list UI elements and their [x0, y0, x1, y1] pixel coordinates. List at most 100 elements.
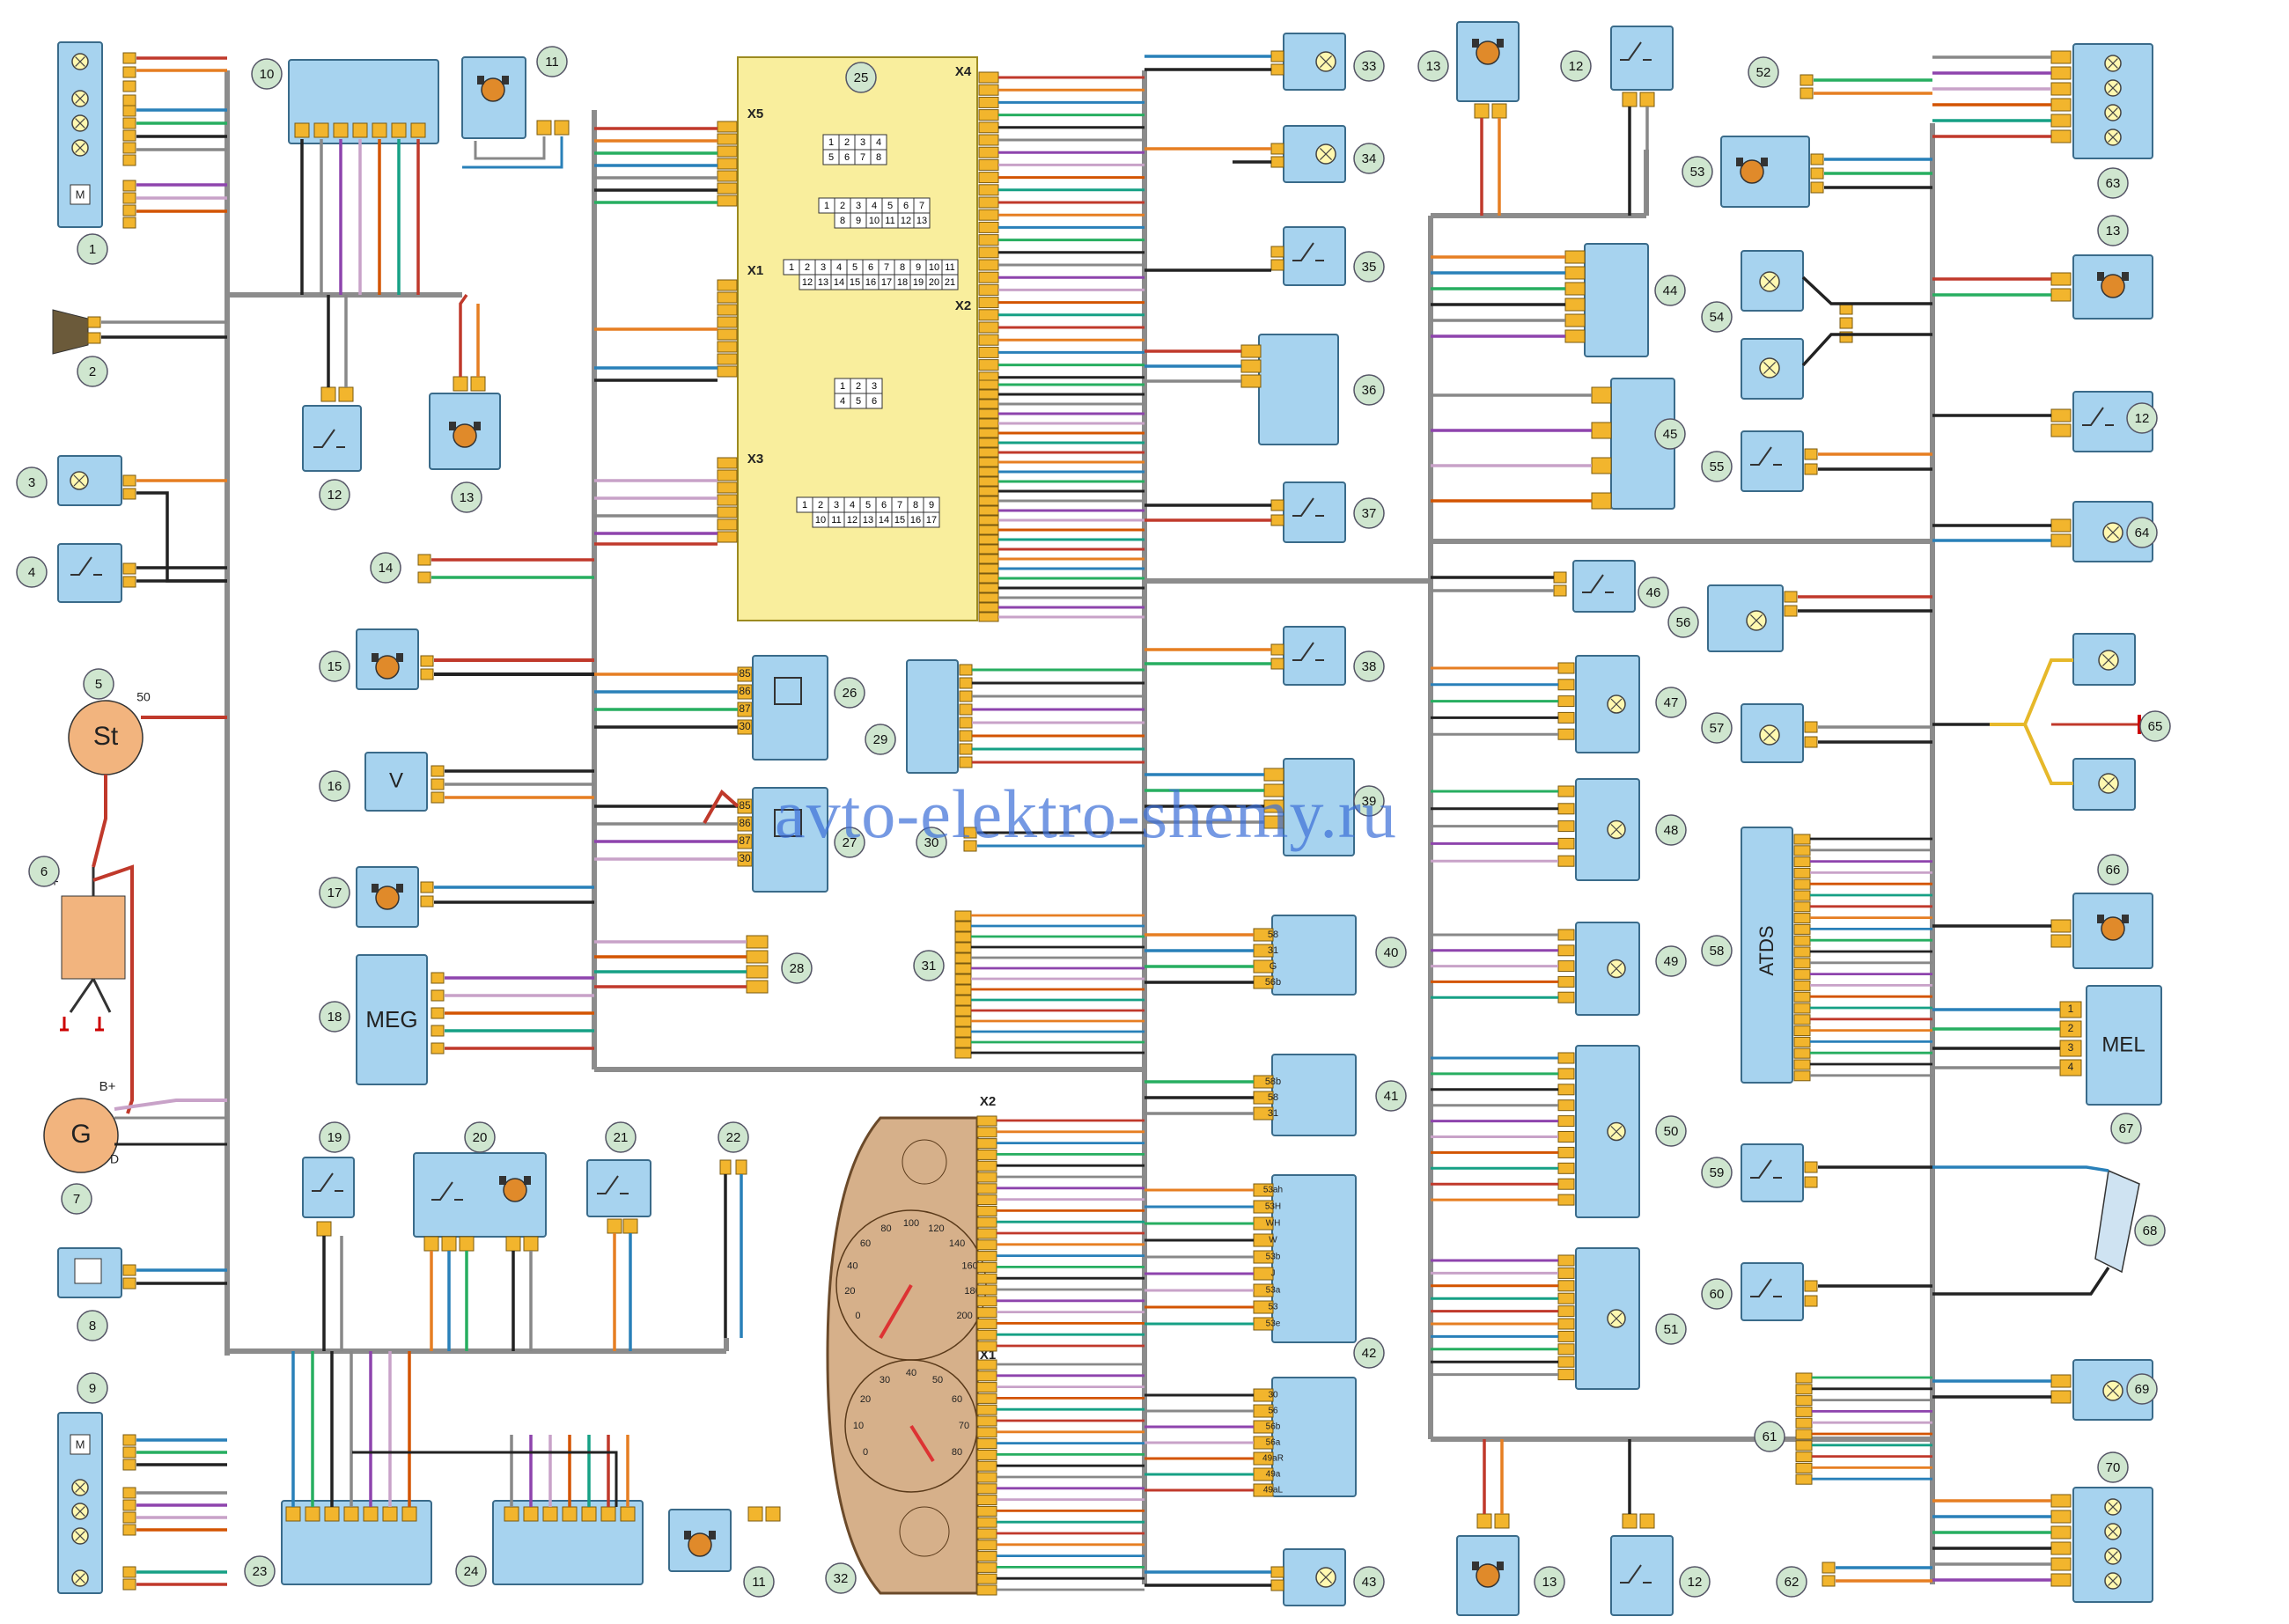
ecu-terminal	[717, 195, 738, 207]
terminal	[2050, 518, 2072, 533]
svg-text:44: 44	[1663, 283, 1678, 298]
terminal	[122, 105, 136, 117]
gauge-v-label: V	[389, 768, 403, 792]
ecu-terminal	[717, 469, 738, 481]
terminal	[976, 1449, 997, 1460]
terminal	[976, 1138, 997, 1150]
lamp-cross	[1763, 275, 1777, 289]
terminal	[1793, 1047, 1811, 1059]
terminal	[1270, 143, 1284, 155]
component-badge-61: 61	[1754, 1421, 1785, 1452]
terminal	[1639, 1513, 1655, 1529]
terminal	[1793, 834, 1811, 845]
lamp-cross	[75, 1531, 85, 1541]
svg-text:2: 2	[805, 262, 810, 273]
component-badge-48: 48	[1655, 814, 1687, 846]
component-badge-46: 46	[1638, 577, 1669, 608]
switch-42-pin: W	[1269, 1236, 1277, 1246]
lamp-cross	[2108, 132, 2118, 143]
svg-text:17: 17	[881, 277, 892, 288]
svg-text:11: 11	[545, 55, 559, 70]
svg-text:6: 6	[40, 864, 48, 879]
component-badge-30: 30	[916, 827, 947, 858]
switch-43-pin: 56a	[1266, 1438, 1281, 1448]
component-badge-59: 59	[1701, 1157, 1733, 1188]
motor-bracket	[2122, 915, 2129, 923]
svg-text:23: 23	[253, 1564, 268, 1579]
ecu-terminal	[717, 365, 738, 378]
wire	[1932, 1267, 2110, 1296]
svg-text:5: 5	[852, 262, 857, 273]
svg-text:1: 1	[828, 137, 834, 148]
svg-text:9: 9	[916, 262, 921, 273]
generator-bplus-label: B+	[99, 1079, 116, 1094]
terminal	[976, 1415, 997, 1427]
svg-text:14: 14	[834, 277, 844, 288]
terminal	[122, 1566, 136, 1578]
watermark: avto-elektro-shemy.ru	[775, 775, 1397, 852]
speedometer-tick: 120	[928, 1224, 944, 1234]
terminal	[1270, 499, 1284, 511]
svg-text:63: 63	[2106, 176, 2121, 191]
terminal	[2050, 98, 2072, 112]
wire	[92, 775, 107, 868]
light-cluster-70	[2072, 1487, 2153, 1603]
lamp-cross	[1749, 614, 1763, 628]
switch-4	[57, 543, 122, 603]
wire	[1932, 1165, 2109, 1172]
terminal	[954, 1016, 972, 1027]
motor-bracket	[1472, 39, 1479, 48]
terminal	[1564, 298, 1586, 312]
svg-text:70: 70	[2106, 1460, 2121, 1475]
battery-icon	[61, 895, 126, 980]
lamp-cross	[2106, 1384, 2120, 1398]
tachometer-needle	[909, 1424, 935, 1463]
terminal	[620, 1506, 636, 1522]
ecu-terminal	[978, 109, 999, 121]
motor-bracket	[396, 884, 403, 893]
ecu-terminal	[978, 554, 999, 564]
terminal	[333, 122, 349, 138]
ecu-terminal	[978, 467, 999, 477]
terminal	[976, 1284, 997, 1296]
component-badge-64: 64	[2126, 517, 2158, 548]
component-badge-25: 25	[845, 62, 877, 93]
motor-icon	[1476, 1563, 1500, 1588]
terminal	[1270, 63, 1284, 76]
terminal	[316, 1221, 332, 1237]
terminal	[2050, 1573, 2072, 1587]
terminal	[600, 1506, 616, 1522]
lamp-cross	[2101, 776, 2116, 790]
lamp-cross	[75, 93, 85, 104]
switch-42	[1271, 1174, 1357, 1343]
terminal	[959, 730, 973, 742]
terminal	[1793, 1025, 1811, 1037]
component-badge-13: 13	[1417, 50, 1449, 82]
terminal	[1557, 944, 1575, 957]
svg-text:58: 58	[1710, 944, 1725, 959]
mel-pin: 4	[2068, 1061, 2074, 1073]
svg-text:12: 12	[802, 277, 813, 288]
starter-label: St	[93, 722, 119, 751]
svg-text:18: 18	[328, 1010, 342, 1025]
terminal	[1591, 422, 1612, 439]
terminal	[1793, 913, 1811, 924]
speedometer-tick: 100	[903, 1218, 919, 1229]
lamp-cross	[1610, 1126, 1623, 1137]
motor-bracket	[449, 422, 456, 430]
terminal	[2050, 919, 2072, 933]
motor-icon	[688, 1532, 712, 1557]
component-badge-13: 13	[1534, 1566, 1565, 1598]
svg-text:4: 4	[840, 396, 845, 407]
terminal	[1795, 1417, 1813, 1429]
terminal	[122, 217, 136, 229]
terminal	[423, 1236, 439, 1252]
ecu-terminal	[717, 457, 738, 469]
terminal	[1822, 1562, 1836, 1574]
relay-coil-icon	[774, 677, 802, 705]
component-badge-38: 38	[1353, 650, 1385, 682]
ecu-terminal	[717, 316, 738, 328]
terminal	[122, 1446, 136, 1459]
terminal	[1591, 492, 1612, 510]
svg-text:5: 5	[865, 500, 871, 511]
